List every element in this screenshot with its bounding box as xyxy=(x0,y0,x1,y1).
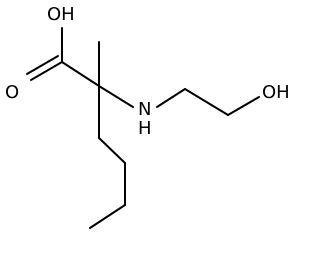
butyl-bond-4 xyxy=(89,204,126,229)
structure-diagram: OH O N H OH xyxy=(5,4,290,229)
molecule-drawing: OH O N H OH xyxy=(5,4,290,229)
amine-h-label: H xyxy=(138,118,152,139)
ch2-to-oh-bond xyxy=(227,96,260,116)
n-to-ch2-bond xyxy=(156,88,186,108)
acid-oh-label: OH xyxy=(47,4,75,25)
carbonyl-o-label: O xyxy=(5,82,19,103)
amine-n-label: N xyxy=(138,99,151,120)
c-o-double-bond-1 xyxy=(30,61,63,81)
butyl-bond-2 xyxy=(98,137,126,164)
quaternary-to-n-bond xyxy=(98,85,134,108)
c-o-double-bond-2 xyxy=(26,55,59,75)
alcohol-oh-label: OH xyxy=(262,82,290,103)
carboxyl-to-quaternary-bond xyxy=(61,61,100,87)
ch2-ch2-bond xyxy=(184,88,229,116)
